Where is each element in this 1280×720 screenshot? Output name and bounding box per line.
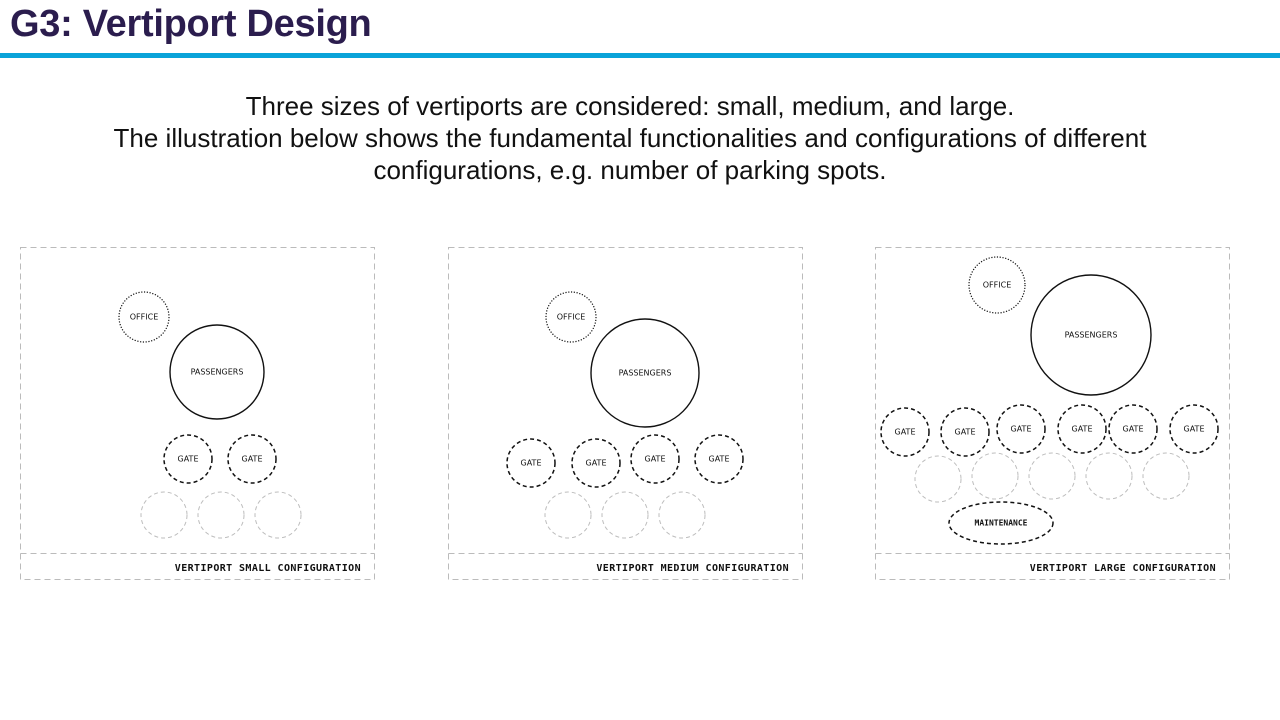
gate-area bbox=[1169, 404, 1219, 454]
gate-area bbox=[163, 434, 213, 484]
panel-frame bbox=[20, 247, 375, 580]
panel-large-diagram: OFFICE PASSENGERS GATE GATE GATE GATE GATE GATE… bbox=[875, 247, 1230, 580]
passengers-label: PASSENGERS bbox=[1065, 331, 1118, 340]
gate-area bbox=[571, 438, 621, 488]
maintenance-area bbox=[948, 501, 1054, 545]
gate-label: GATE bbox=[586, 459, 607, 468]
passengers-area bbox=[1030, 274, 1152, 396]
intro-text: Three sizes of vertiports are considered… bbox=[40, 90, 1220, 186]
parking-spot bbox=[601, 491, 649, 539]
gate-label: GATE bbox=[1184, 425, 1205, 434]
maintenance-label: MAINTENANCE bbox=[975, 519, 1028, 528]
parking-spot bbox=[658, 491, 706, 539]
gate-label: GATE bbox=[242, 455, 263, 464]
intro-line-3: configurations, e.g. number of parking s… bbox=[373, 155, 887, 185]
panel-medium-configuration: OFFICE PASSENGERS GATE GATE GATE GATE VERTIPO… bbox=[448, 247, 803, 580]
parking-spot bbox=[914, 455, 962, 503]
passengers-area bbox=[590, 318, 700, 428]
gate-label: GATE bbox=[645, 455, 666, 464]
intro-line-1: Three sizes of vertiports are considered… bbox=[245, 91, 1015, 121]
panel-medium-diagram: OFFICE PASSENGERS GATE GATE GATE GATE bbox=[448, 247, 803, 580]
panel-medium-caption: VERTIPORT MEDIUM CONFIGURATION bbox=[596, 563, 789, 574]
gate-area bbox=[630, 434, 680, 484]
office-area bbox=[545, 291, 597, 343]
panel-small-configuration: OFFICE PASSENGERS GATE GATE VERTIPORT SMALL… bbox=[20, 247, 375, 580]
gate-area bbox=[940, 407, 990, 457]
passengers-area bbox=[169, 324, 265, 420]
page-title: G3: Vertiport Design bbox=[10, 3, 372, 45]
parking-spot bbox=[197, 491, 245, 539]
gate-label: GATE bbox=[895, 428, 916, 437]
gate-area bbox=[694, 434, 744, 484]
gate-label: GATE bbox=[709, 455, 730, 464]
parking-spot bbox=[1142, 452, 1190, 500]
gate-label: GATE bbox=[1011, 425, 1032, 434]
gate-area bbox=[227, 434, 277, 484]
office-label: OFFICE bbox=[983, 281, 1012, 290]
panel-small-caption: VERTIPORT SMALL CONFIGURATION bbox=[174, 563, 361, 574]
panel-large-caption: VERTIPORT LARGE CONFIGURATION bbox=[1029, 563, 1216, 574]
gate-label: GATE bbox=[1123, 425, 1144, 434]
gate-area bbox=[880, 407, 930, 457]
gate-label: GATE bbox=[1072, 425, 1093, 434]
intro-line-2: The illustration below shows the fundame… bbox=[113, 123, 1147, 153]
panel-frame bbox=[448, 247, 803, 580]
office-label: OFFICE bbox=[557, 313, 586, 322]
passengers-label: PASSENGERS bbox=[191, 368, 244, 377]
parking-spot bbox=[1085, 452, 1133, 500]
parking-spot bbox=[140, 491, 188, 539]
title-divider bbox=[0, 53, 1280, 58]
parking-spot bbox=[254, 491, 302, 539]
panel-frame bbox=[875, 247, 1230, 580]
office-area bbox=[968, 256, 1026, 314]
gate-area bbox=[1108, 404, 1158, 454]
office-label: OFFICE bbox=[130, 313, 159, 322]
gate-label: GATE bbox=[955, 428, 976, 437]
gate-label: GATE bbox=[521, 459, 542, 468]
parking-spot bbox=[1028, 452, 1076, 500]
panel-small-diagram: OFFICE PASSENGERS GATE GATE bbox=[20, 247, 375, 580]
parking-spot bbox=[971, 452, 1019, 500]
gate-area bbox=[996, 404, 1046, 454]
parking-spot bbox=[544, 491, 592, 539]
gate-area bbox=[506, 438, 556, 488]
gate-area bbox=[1057, 404, 1107, 454]
office-area bbox=[118, 291, 170, 343]
passengers-label: PASSENGERS bbox=[619, 369, 672, 378]
panel-large-configuration: OFFICE PASSENGERS GATE GATE GATE GATE GATE GATE… bbox=[875, 247, 1230, 580]
gate-label: GATE bbox=[178, 455, 199, 464]
